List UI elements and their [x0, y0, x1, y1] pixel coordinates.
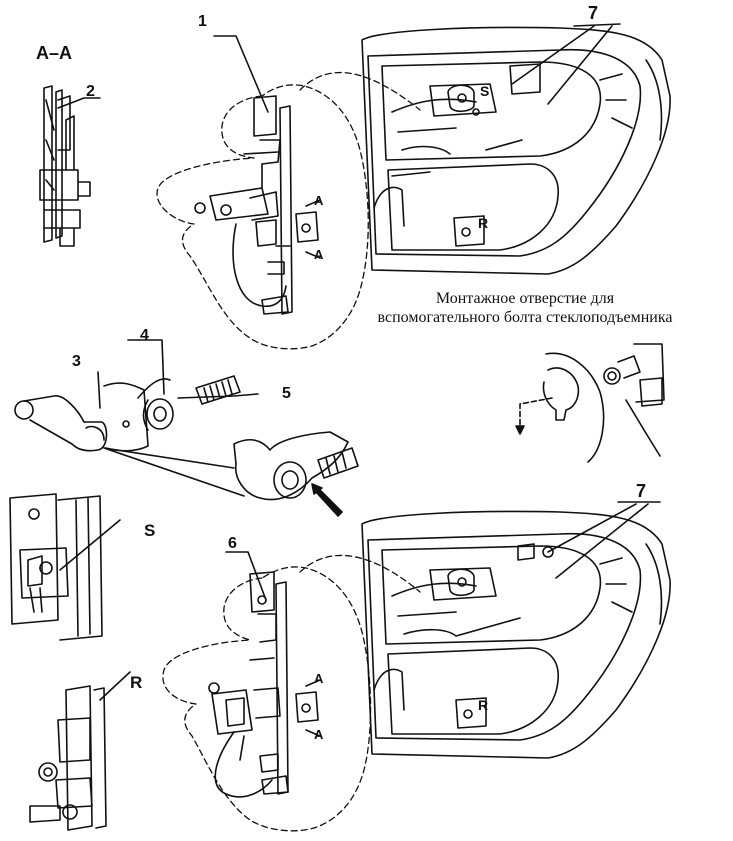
- mounting-hole-caption: Монтажное отверстие для вспомогательного…: [330, 290, 720, 328]
- leader-s: [59, 519, 121, 571]
- regulator-spindle-5: [195, 375, 241, 405]
- caption-line-1: Монтажное отверстие для: [435, 290, 615, 307]
- s-detail-view: [9, 493, 103, 641]
- inset-guide-lines: [103, 447, 245, 497]
- leaders-3-4-5: [97, 339, 259, 409]
- bottom-regulator-assembly: [208, 571, 319, 798]
- section-a-a-title: А–А: [36, 43, 73, 63]
- dashed-link-top: [299, 71, 421, 111]
- top-regulator-assembly: [194, 95, 319, 315]
- callout-3: 3: [72, 353, 81, 370]
- marker-a-top-1: A: [314, 193, 324, 208]
- leader-1: [213, 35, 269, 113]
- leader-3-hook: [137, 378, 171, 399]
- top-door-panel: [361, 26, 671, 275]
- window-crank-handle: [14, 395, 108, 452]
- callout-7-bottom: 7: [636, 481, 647, 501]
- mounting-hole-detail: [515, 343, 665, 463]
- callout-5: 5: [282, 385, 291, 402]
- caption-line-2: вспомогательного болта стеклоподъемника: [377, 308, 673, 326]
- leader-7-bottom: [547, 501, 661, 579]
- leader-6: [225, 551, 267, 601]
- marker-s-door: S: [480, 83, 490, 99]
- callout-4: 4: [140, 327, 149, 344]
- r-detail-view: [29, 685, 107, 831]
- dashed-outline-bottom: [162, 566, 372, 832]
- leader-r: [99, 671, 131, 701]
- callout-1: 1: [198, 13, 207, 30]
- spacer-washer-4: [142, 398, 174, 431]
- dashed-outline-top: [156, 84, 369, 350]
- callout-6: 6: [228, 535, 237, 552]
- callout-7-top: 7: [588, 3, 599, 23]
- section-markers-bottom: [305, 679, 321, 737]
- marker-r-door: R: [478, 215, 489, 231]
- marker-a-bottom-2: A: [314, 727, 324, 742]
- leader-2: [57, 97, 101, 109]
- dashed-link-bottom: [299, 554, 421, 593]
- section-markers-top: [305, 199, 321, 259]
- leader-7-top: [511, 23, 621, 105]
- marker-a-top-2: A: [314, 247, 324, 262]
- marker-a-bottom-1: A: [314, 671, 324, 686]
- section-a-a-view: [39, 85, 91, 247]
- marker-r-door-bottom: R: [478, 697, 489, 713]
- bottom-door-panel: [361, 510, 671, 759]
- marker-r-detail: R: [130, 673, 143, 692]
- callout-2: 2: [86, 83, 95, 100]
- handle-mount-inset: [233, 431, 359, 517]
- marker-s-detail: S: [144, 521, 156, 540]
